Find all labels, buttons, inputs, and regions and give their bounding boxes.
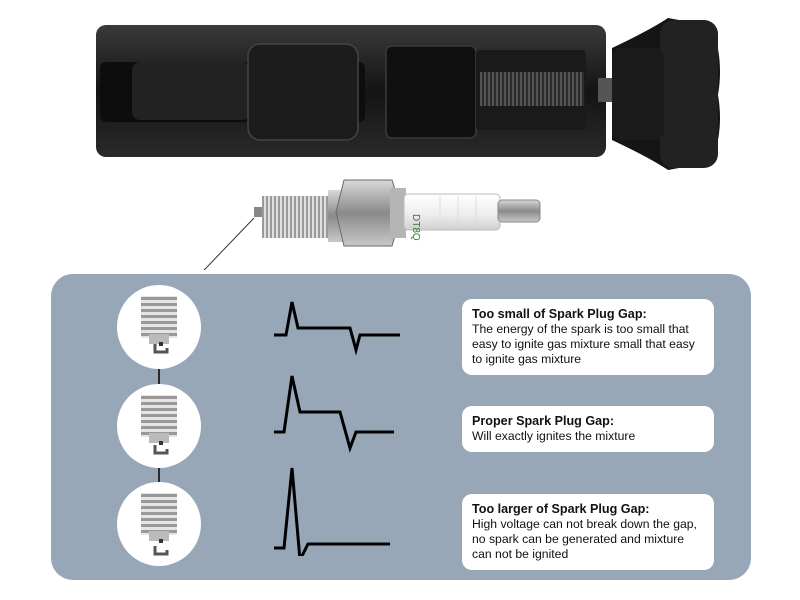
spark-plug-tip-icon — [141, 395, 177, 455]
info-card-small-gap: Too small of Spark Plug Gap: The energy … — [462, 299, 714, 375]
connector-line — [158, 468, 160, 484]
spark-plug: DT8Q — [254, 179, 541, 247]
card-description: The energy of the spark is too small tha… — [472, 322, 695, 366]
waveform-small-gap — [274, 301, 400, 356]
card-description: High voltage can not break down the gap,… — [472, 517, 697, 561]
info-card-proper-gap: Proper Spark Plug Gap: Will exactly igni… — [462, 406, 714, 452]
card-title: Too larger of Spark Plug Gap: — [472, 502, 650, 516]
spark-plug-gap-tool-image: DT8Q — [96, 18, 720, 270]
card-description: Will exactly ignites the mixture — [472, 429, 636, 443]
card-title: Proper Spark Plug Gap: — [472, 414, 615, 428]
waveform-large-gap — [274, 467, 390, 556]
svg-text:DT8Q: DT8Q — [410, 214, 421, 241]
waveform-proper-gap — [274, 375, 394, 453]
tool-knob — [598, 18, 720, 170]
plug-tip-image-small-gap — [117, 285, 201, 369]
plug-tip-image-large-gap — [117, 482, 201, 566]
card-title: Too small of Spark Plug Gap: — [472, 307, 647, 321]
tool-body — [96, 25, 606, 157]
connector-line — [158, 368, 160, 384]
spark-plug-tip-icon — [141, 296, 177, 354]
plug-tip-image-proper-gap — [117, 384, 201, 468]
info-card-large-gap: Too larger of Spark Plug Gap: High volta… — [462, 494, 714, 570]
spark-plug-tip-icon — [141, 493, 177, 556]
